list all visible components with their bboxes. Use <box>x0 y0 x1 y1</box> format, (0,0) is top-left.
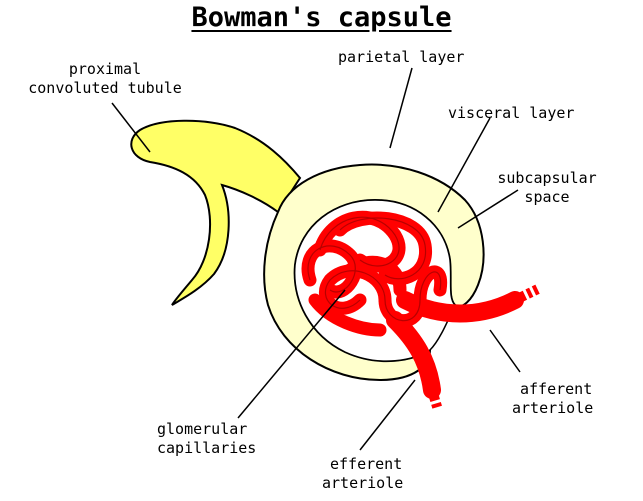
efferent-arteriole-cut <box>427 388 443 412</box>
label-visceral-layer: visceral layer <box>448 104 575 122</box>
label-subcapsular-space: subcapsular space <box>497 169 597 206</box>
leader-lines <box>111 67 521 451</box>
afferent-arteriole-cut <box>512 283 543 305</box>
label-afferent-arteriole: afferent arteriole <box>512 380 594 417</box>
label-proximal-tubule: proximal convoluted tubule <box>28 60 182 97</box>
proximal-tubule-shape <box>130 119 302 306</box>
label-efferent-arteriole: efferent arteriole <box>322 455 404 492</box>
label-parietal-layer: parietal layer <box>338 48 465 66</box>
label-glomerular-capillaries: glomerular capillaries <box>157 420 257 457</box>
diagram-title: Bowman's capsule <box>191 2 452 33</box>
